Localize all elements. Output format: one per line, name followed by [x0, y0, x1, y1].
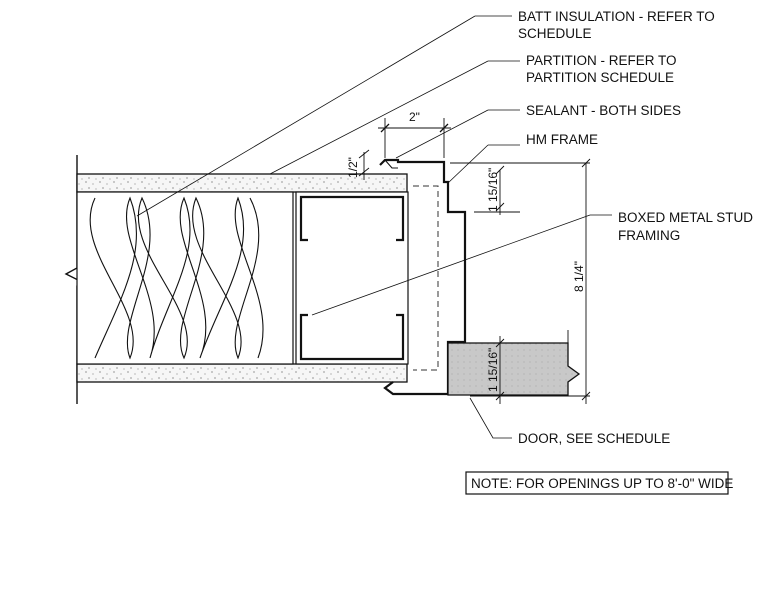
stud-line-2: FRAMING	[618, 228, 680, 243]
svg-text:FRAMING: FRAMING	[618, 228, 680, 243]
dim-rabbet-top: 1 15/16"	[486, 168, 500, 212]
svg-text:BOXED METAL STUD: BOXED METAL STUD	[618, 210, 753, 225]
dim-rabbet-bottom: 1 15/16"	[486, 348, 500, 392]
label-hm-frame: HM FRAME	[526, 132, 598, 147]
batt-insulation	[76, 191, 294, 365]
door-section	[447, 342, 581, 396]
svg-text:BATT INSULATION - REFER TO: BATT INSULATION - REFER TO	[518, 9, 715, 24]
svg-text:PARTITION - REFER TO: PARTITION - REFER TO	[526, 53, 677, 68]
svg-text:PARTITION SCHEDULE: PARTITION SCHEDULE	[526, 70, 674, 85]
label-sealant: SEALANT - BOTH SIDES	[526, 103, 681, 118]
label-batt-insulation: BATT INSULATION - REFER TO SCHEDULE	[518, 9, 715, 41]
partition-line-2: PARTITION SCHEDULE	[526, 70, 674, 85]
note-box: NOTE: FOR OPENINGS UP TO 8'-0" WIDE	[465, 471, 733, 495]
label-door: DOOR, SEE SCHEDULE	[518, 431, 670, 446]
batt-line-1: BATT INSULATION - REFER TO	[518, 9, 715, 24]
hm-frame-profile	[379, 158, 467, 396]
gypsum-board-bottom	[76, 363, 408, 383]
dim-gap-small: 1/2"	[346, 157, 360, 178]
note-text: NOTE: FOR OPENINGS UP TO 8'-0" WIDE	[471, 476, 733, 491]
svg-text:SCHEDULE: SCHEDULE	[518, 26, 592, 41]
dim-jamb-depth: 8 1/4"	[572, 261, 586, 292]
dimension-lines	[358, 118, 591, 404]
label-partition: PARTITION - REFER TO PARTITION SCHEDULE	[526, 53, 677, 85]
boxed-metal-stud	[295, 191, 409, 365]
dim-frame-width: 2"	[409, 110, 420, 124]
leader-lines	[136, 15, 612, 439]
batt-line-2: SCHEDULE	[518, 26, 592, 41]
stud-line-1: BOXED METAL STUD	[618, 210, 753, 225]
label-boxed-stud: BOXED METAL STUD FRAMING	[618, 210, 753, 243]
partition-line-1: PARTITION - REFER TO	[526, 53, 677, 68]
